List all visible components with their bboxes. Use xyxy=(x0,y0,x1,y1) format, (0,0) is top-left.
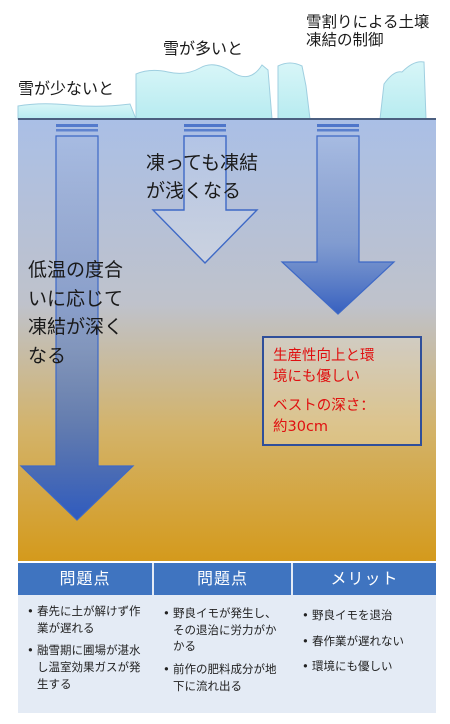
best-line: 約30cm xyxy=(273,419,329,436)
best-line: 境にも優しい xyxy=(273,369,360,386)
column-header: 問題点 xyxy=(18,563,152,595)
text-line: 凍結が深く xyxy=(28,316,124,338)
snow-layer-cleared xyxy=(277,62,311,120)
column-problem-right: 問題点 野良イモが発生し、その退治に労力がかかる 前作の肥料成分が地下に流れ出る xyxy=(154,563,291,713)
column-header: 問題点 xyxy=(154,563,291,595)
arrow-shallow xyxy=(151,124,259,264)
text-line: 凍っても凍結 xyxy=(146,152,259,174)
text-line: が浅くなる xyxy=(146,179,242,202)
text-line: 低温の度合 xyxy=(28,259,124,281)
comparison-table: 問題点 春先に土が解けず作業が遅れる 融雪期に圃場が湛水し温室効果ガスが発生する… xyxy=(18,563,436,713)
arrow-controlled xyxy=(280,124,396,315)
best-depth-box: 生産性向上と環 境にも優しい ベストの深さ： 約30cm xyxy=(262,336,422,446)
caption-snow-control: 雪割りによる土壌凍結の制御 xyxy=(306,13,430,49)
list-item: 春作業が遅れない xyxy=(302,633,430,650)
list-item: 前作の肥料成分が地下に流れ出る xyxy=(163,661,285,694)
snow-layer-thick xyxy=(135,64,273,120)
snow-layer-thin xyxy=(17,103,137,120)
best-line: 生産性向上と環 xyxy=(273,348,375,364)
column-problem-left: 問題点 春先に土が解けず作業が遅れる 融雪期に圃場が湛水し温室効果ガスが発生する xyxy=(18,563,152,713)
list-item: 野良イモを退治 xyxy=(302,607,430,624)
text-shallow-freezing: 凍っても凍結 が浅くなる xyxy=(146,150,258,205)
list-item: 春先に土が解けず作業が遅れる xyxy=(27,603,146,636)
column-header: メリット xyxy=(293,563,436,595)
caption-low-snow: 雪が少ないと xyxy=(18,79,115,98)
arrow-deep xyxy=(19,124,135,521)
text-line: いに応じて xyxy=(28,287,124,310)
item-list: 野良イモが発生し、その退治に労力がかかる 前作の肥料成分が地下に流れ出る xyxy=(154,595,291,694)
list-item: 融雪期に圃場が湛水し温室効果ガスが発生する xyxy=(27,642,146,692)
list-item: 野良イモが発生し、その退治に労力がかかる xyxy=(163,605,285,655)
caption-much-snow: 雪が多いと xyxy=(163,39,244,58)
item-list: 野良イモを退治 春作業が遅れない 環境にも優しい xyxy=(293,595,436,675)
text-deep-freezing: 低温の度合 いに応じて 凍結が深く なる xyxy=(28,256,123,370)
list-item: 環境にも優しい xyxy=(302,658,430,675)
column-merit: メリット 野良イモを退治 春作業が遅れない 環境にも優しい xyxy=(293,563,436,713)
text-line: なる xyxy=(28,344,67,367)
best-line: ベストの深さ： xyxy=(273,398,375,415)
snow-layer-cleared-right xyxy=(379,61,427,120)
item-list: 春先に土が解けず作業が遅れる 融雪期に圃場が湛水し温室効果ガスが発生する xyxy=(18,595,152,692)
